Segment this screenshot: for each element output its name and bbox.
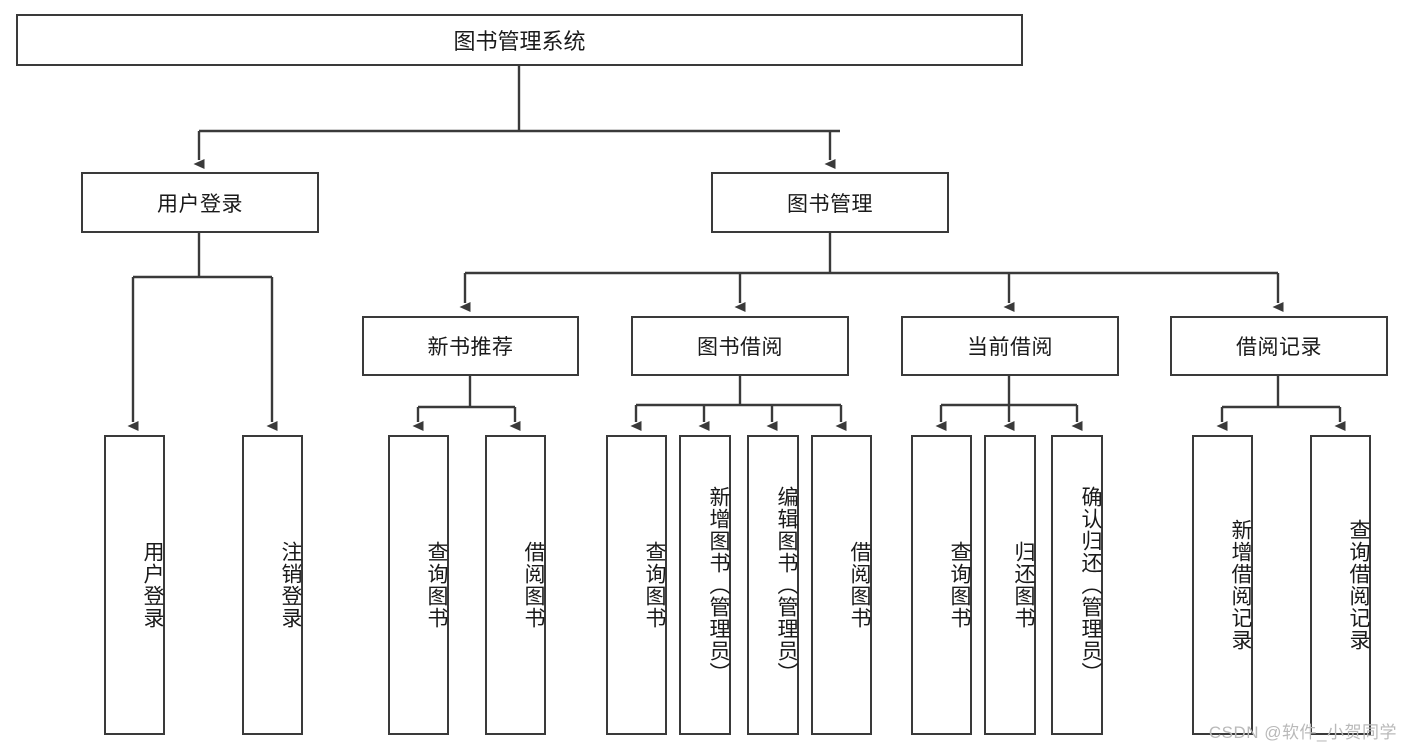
node-book-management[interactable]: 图书管理 (711, 172, 949, 233)
leaf-borrow-book[interactable]: 借阅图书 (811, 435, 872, 735)
leaf-borrow-book-recommend[interactable]: 借阅图书 (485, 435, 546, 735)
node-label: 新书推荐 (427, 336, 514, 359)
node-label: 查询借阅记录 (1347, 519, 1370, 651)
node-label: 图书借阅 (697, 336, 783, 359)
leaf-edit-book-admin[interactable]: 编辑图书（管理员） (747, 435, 799, 735)
node-user-login[interactable]: 用户登录 (81, 172, 319, 233)
node-book-borrow[interactable]: 图书借阅 (631, 316, 849, 376)
node-label: 查询图书 (643, 541, 666, 629)
node-label: 新增图书（管理员） (707, 486, 730, 684)
node-label: 用户登录 (141, 541, 164, 629)
node-root-system[interactable]: 图书管理系统 (16, 14, 1023, 66)
node-label: 查询图书 (425, 541, 448, 629)
leaf-logout[interactable]: 注销登录 (242, 435, 303, 735)
node-label: 确认归还（管理员） (1079, 486, 1102, 684)
node-label: 新增借阅记录 (1229, 519, 1252, 651)
node-new-book-recommend[interactable]: 新书推荐 (362, 316, 579, 376)
leaf-query-borrow-record[interactable]: 查询借阅记录 (1310, 435, 1371, 735)
leaf-return-book[interactable]: 归还图书 (984, 435, 1036, 735)
node-label: 注销登录 (279, 541, 302, 629)
node-current-borrow[interactable]: 当前借阅 (901, 316, 1119, 376)
node-label: 借阅图书 (522, 541, 545, 629)
node-label: 归还图书 (1012, 541, 1035, 629)
node-label: 借阅记录 (1236, 336, 1322, 359)
node-borrow-record[interactable]: 借阅记录 (1170, 316, 1388, 376)
leaf-add-borrow-record[interactable]: 新增借阅记录 (1192, 435, 1253, 735)
leaf-query-book-recommend[interactable]: 查询图书 (388, 435, 449, 735)
node-label: 用户登录 (157, 192, 243, 216)
node-label: 查询图书 (948, 541, 971, 629)
leaf-user-login[interactable]: 用户登录 (104, 435, 165, 735)
leaf-query-book-borrow[interactable]: 查询图书 (606, 435, 667, 735)
watermark: CSDN @软件_小贺同学 (1208, 723, 1397, 742)
leaf-query-book-current[interactable]: 查询图书 (911, 435, 972, 735)
node-label: 图书管理 (787, 192, 873, 216)
leaf-add-book-admin[interactable]: 新增图书（管理员） (679, 435, 731, 735)
leaf-confirm-return-admin[interactable]: 确认归还（管理员） (1051, 435, 1103, 735)
node-label: 图书管理系统 (453, 29, 586, 54)
node-label: 借阅图书 (848, 541, 871, 629)
node-label: 编辑图书（管理员） (775, 486, 798, 684)
node-label: 当前借阅 (967, 336, 1053, 359)
